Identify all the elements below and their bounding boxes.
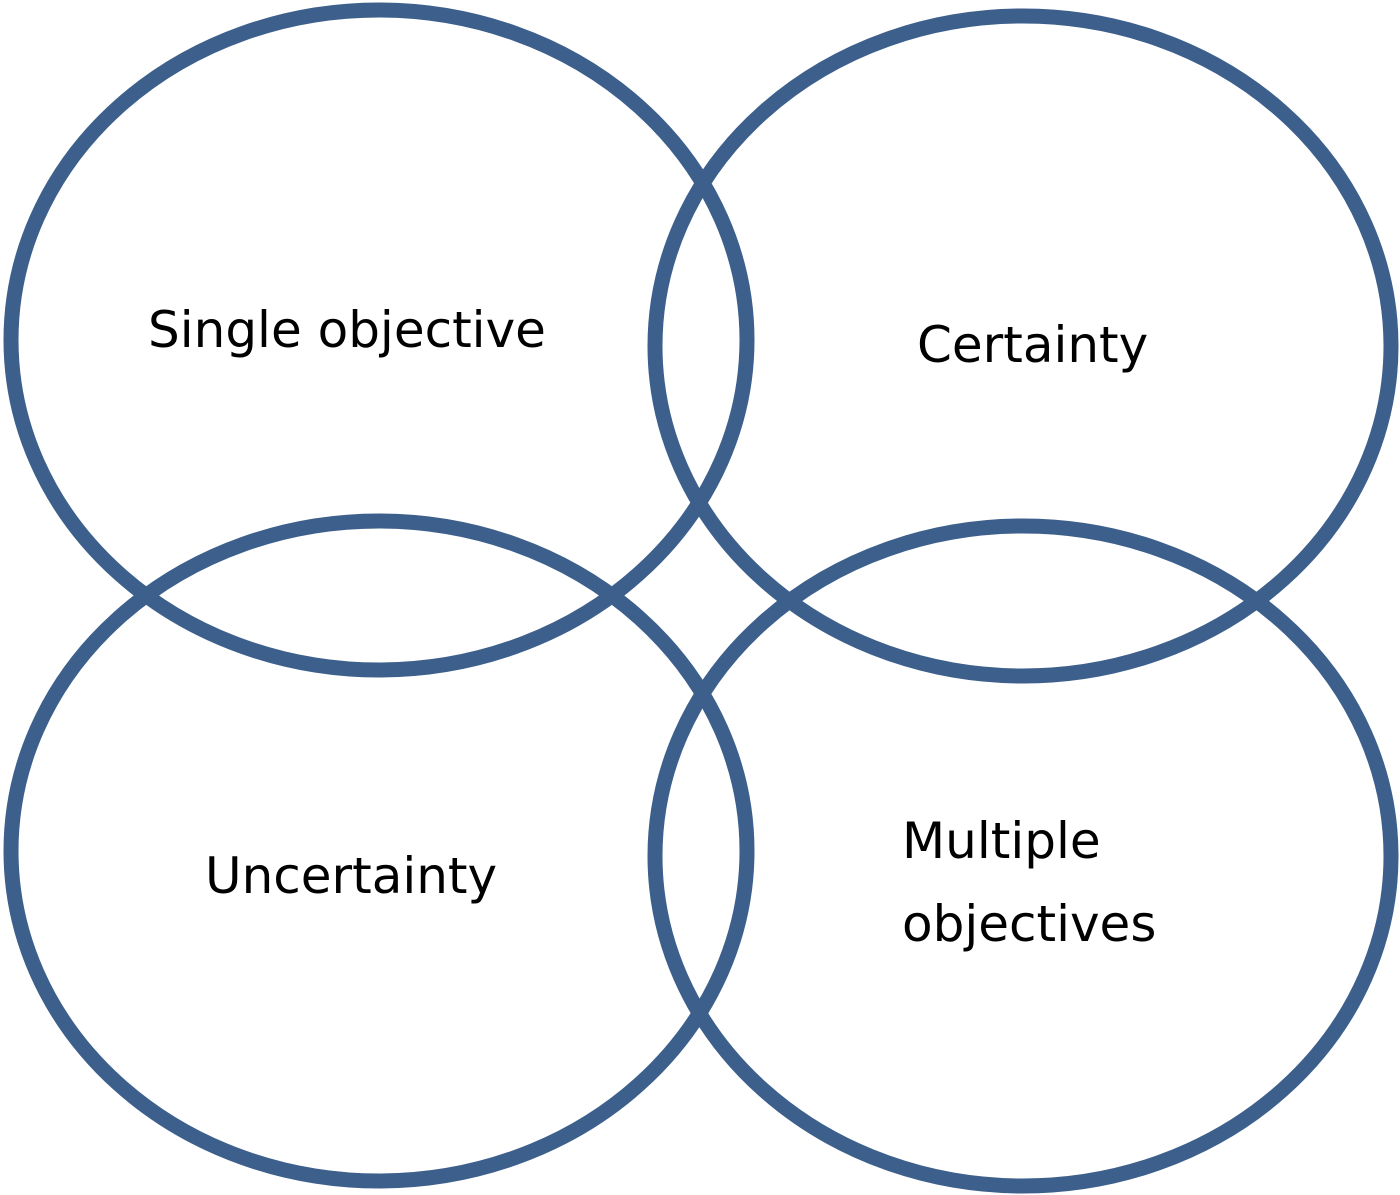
circle-top-left bbox=[3, 2, 755, 678]
labels-group: Single objective Certainty Uncertainty M… bbox=[148, 301, 1156, 953]
label-uncertainty: Uncertainty bbox=[205, 847, 497, 905]
circle-bottom-right bbox=[647, 518, 1399, 1194]
circle-bottom-left bbox=[3, 513, 755, 1189]
label-single-objective: Single objective bbox=[148, 301, 546, 359]
label-objectives: objectives bbox=[902, 895, 1156, 953]
label-multiple: Multiple bbox=[902, 812, 1101, 870]
label-certainty: Certainty bbox=[917, 316, 1148, 374]
circle-top-right bbox=[647, 8, 1399, 684]
circles-group bbox=[3, 2, 1399, 1194]
